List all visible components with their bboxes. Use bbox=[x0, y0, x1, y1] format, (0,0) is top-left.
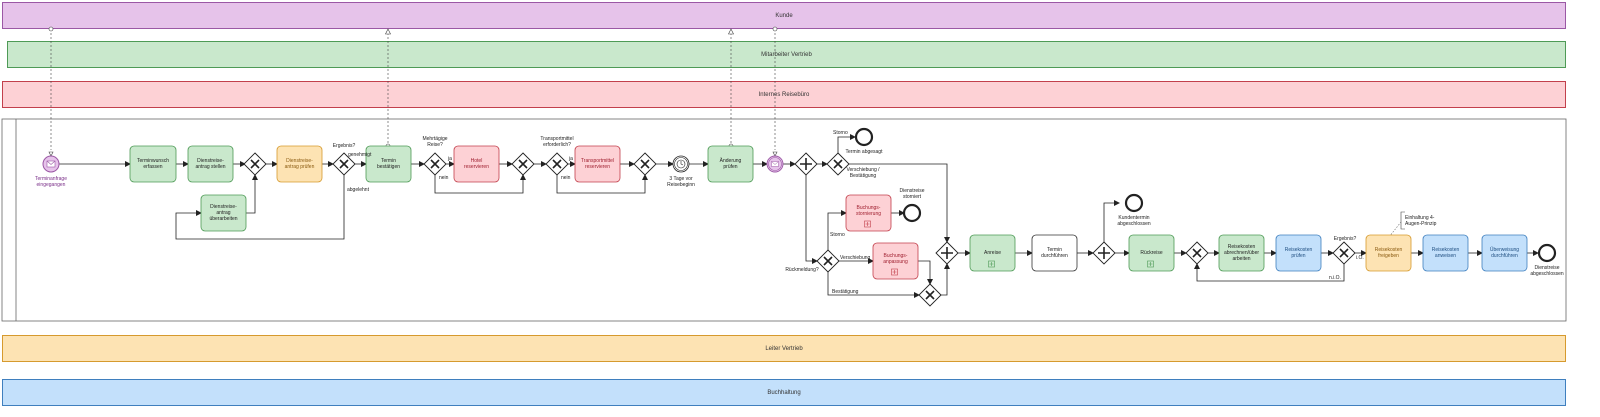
task-termin-durchfuehren bbox=[1031, 234, 1078, 272]
task-dienstreiseantrag-pruefen bbox=[276, 145, 323, 183]
task-hotel-reservieren bbox=[453, 145, 500, 183]
pool-internes-reisebuero: Internes Reisebüro bbox=[2, 81, 1566, 108]
label-buchungsanpassung: Buchungs-anpassung bbox=[883, 253, 908, 265]
label-verschiebung-bestaetigung: Verschiebung /Bestätigung bbox=[846, 167, 880, 179]
label-nein-2: nein bbox=[561, 175, 571, 181]
end-event-kundentermin-abgeschlossen bbox=[1124, 193, 1144, 213]
pool-kunde: Kunde bbox=[2, 2, 1566, 29]
task-anreise bbox=[969, 234, 1016, 272]
label-anreise: Anreise bbox=[984, 250, 1001, 256]
label-verschiebung: Verschiebung bbox=[840, 255, 871, 261]
task-reisekosten-anweisen bbox=[1422, 234, 1469, 272]
end-event-dienstreise-abgeschlossen bbox=[1537, 243, 1557, 263]
end-event-termin-abgesagt bbox=[854, 127, 874, 147]
label-ergebnis-1: Ergebnis? bbox=[333, 143, 356, 149]
end-event-dienstreise-storniert bbox=[902, 203, 922, 223]
annotation-vier-augen: Einhaltung 4-Augen-Prinzip bbox=[1405, 215, 1437, 227]
label-buchungsstornierung: Buchungs-stornierung bbox=[856, 205, 881, 217]
task-reisekosten-pruefen bbox=[1275, 234, 1322, 272]
task-reisekosten-freigeben bbox=[1365, 234, 1412, 272]
subprocess-markers bbox=[864, 220, 1154, 276]
pool-label-kunde: Kunde bbox=[775, 12, 793, 19]
pool-buchhaltung: Buchhaltung bbox=[2, 379, 1566, 406]
label-termin-abgesagt: Termin abgesagt bbox=[846, 149, 884, 155]
label-abgelehnt: abgelehnt bbox=[347, 187, 370, 193]
label-storno-1: Storno bbox=[833, 130, 848, 136]
task-transportmittel-reservieren bbox=[574, 145, 621, 183]
message-flows bbox=[50, 29, 776, 150]
label-ergebnis-2: Ergebnis? bbox=[1334, 236, 1357, 242]
label-storno-2: Storno bbox=[830, 232, 845, 238]
label-rueckreise: Rückreise bbox=[1140, 250, 1162, 256]
pool-label-leiter: Leiter Vertrieb bbox=[765, 345, 803, 352]
events bbox=[42, 127, 1557, 263]
task-ueberweisung-durchfuehren bbox=[1481, 234, 1528, 272]
label-genehmigt: genehmigt bbox=[348, 152, 372, 158]
task-dienstreiseantrag-ueberarbeiten bbox=[200, 194, 247, 232]
label-antrag-stellen: Dienstreise-antrag stellen bbox=[195, 158, 225, 170]
label-io: i.O. bbox=[1356, 255, 1364, 261]
sequence-flows bbox=[59, 134, 1539, 298]
task-terminwunsch-erfassen bbox=[129, 145, 177, 183]
pool-mitarbeiter-vertrieb: Mitarbeiter Vertrieb bbox=[7, 41, 1566, 68]
task-rueckreise bbox=[1128, 234, 1175, 272]
pool-main bbox=[1, 118, 1567, 322]
label-bestaetigung: Bestätigung bbox=[832, 289, 859, 295]
task-buchungsanpassung bbox=[872, 242, 919, 280]
task-aenderung-pruefen bbox=[707, 145, 754, 183]
label-ja-1: ja bbox=[447, 156, 452, 162]
label-nein-1: nein bbox=[439, 175, 449, 181]
pool-label-buchhaltung: Buchhaltung bbox=[767, 389, 801, 396]
label-ja-2: ja bbox=[568, 156, 573, 162]
pool-label-reisebuero: Internes Reisebüro bbox=[758, 91, 810, 98]
task-termin-bestaetigen bbox=[365, 145, 412, 183]
task-dienstreiseantrag-stellen bbox=[187, 145, 234, 183]
label-rueckmeldung: Rückmeldung? bbox=[785, 267, 819, 273]
gateway-markers bbox=[250, 158, 1349, 300]
label-nio: n.i.O. bbox=[1329, 275, 1341, 281]
pool-leiter-vertrieb: Leiter Vertrieb bbox=[2, 335, 1566, 362]
label-antrag-pruefen: Dienstreise-antrag prüfen bbox=[285, 158, 315, 170]
task-buchungsstornierung bbox=[845, 194, 892, 232]
task-reisekosten-abrechnen bbox=[1218, 234, 1265, 272]
pool-label-mitarbeiter: Mitarbeiter Vertrieb bbox=[761, 51, 812, 58]
